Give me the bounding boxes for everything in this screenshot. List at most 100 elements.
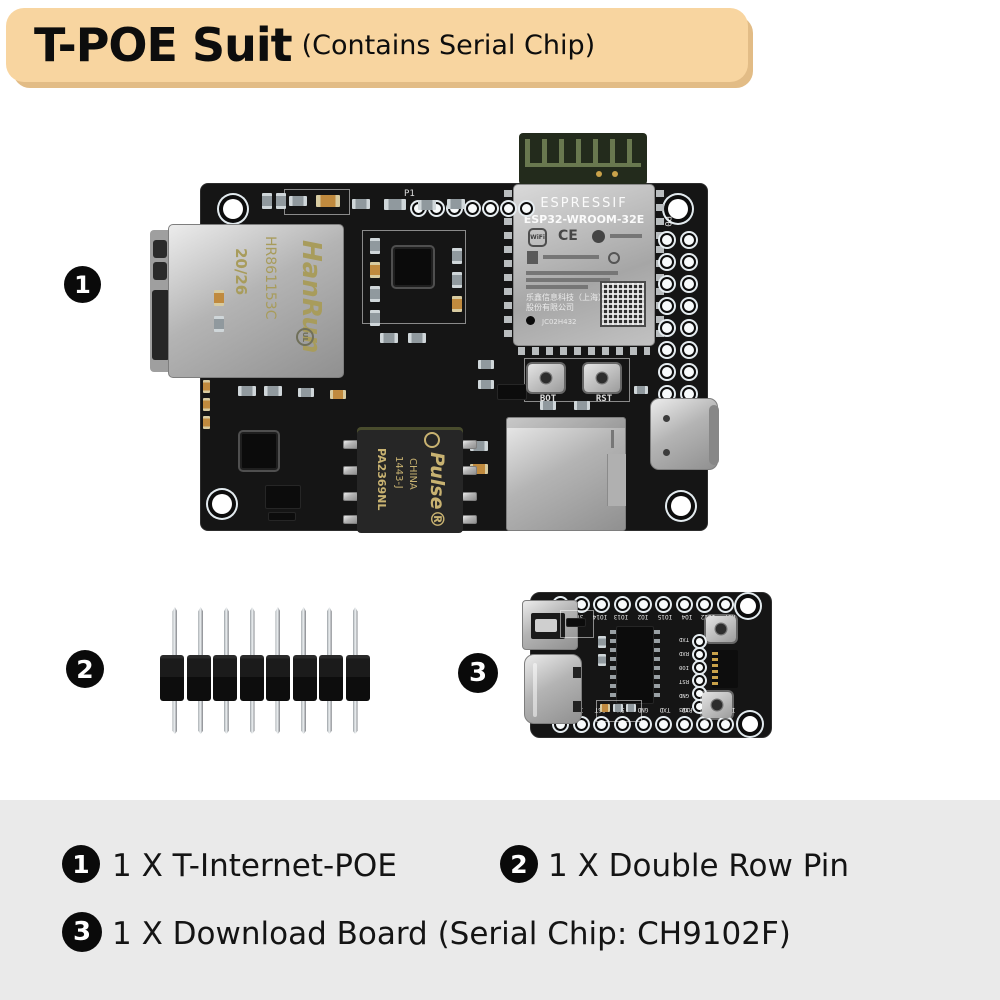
mounting-hole (671, 496, 691, 516)
usb-c-tab (573, 667, 581, 678)
usb-c-tab (573, 701, 581, 712)
antenna-meander (525, 139, 641, 165)
pin-label: IO13 (614, 613, 629, 620)
smd-component (298, 388, 314, 397)
download-bottom-pin-row (554, 718, 732, 731)
smd-component (613, 704, 623, 712)
smd-capacitor (203, 398, 210, 411)
pin-hole (682, 343, 696, 357)
sd-edge (507, 418, 625, 428)
transformer-date-code: 1443-J (393, 456, 404, 489)
pin-hole (719, 598, 732, 611)
pin-hole (682, 299, 696, 313)
small-print (610, 234, 642, 238)
smd-capacitor (316, 195, 340, 207)
header-pin (249, 607, 255, 655)
pin-hole (502, 202, 515, 215)
pin-hole (657, 598, 671, 611)
pulse-logo-icon (424, 432, 440, 448)
sd-spring (611, 430, 614, 448)
smd-capacitor (452, 296, 462, 312)
transformer-part: PA2369NL (375, 448, 388, 511)
transformer-lead (462, 466, 477, 475)
qfn-chip (240, 432, 278, 470)
smd-component (470, 441, 488, 451)
pin-label: GND (679, 692, 689, 698)
esp32-brand: ESPRESSIF (540, 196, 628, 211)
smd-component (289, 196, 307, 206)
esp32-pads-bottom (518, 347, 650, 355)
smd-capacitor (470, 464, 488, 474)
header-pin (352, 701, 358, 734)
smd-component (264, 386, 282, 396)
pin-hole (615, 598, 629, 611)
pin-header-body (160, 655, 370, 701)
download-reset-button[interactable] (706, 616, 736, 642)
mounting-hole (223, 199, 243, 219)
chip-pins-left (610, 630, 616, 700)
reset-button-label: RST (595, 394, 613, 404)
mounting-hole (212, 494, 232, 514)
usb-c-port[interactable] (650, 398, 719, 470)
pin-hole (660, 299, 674, 313)
smd-capacitor (330, 390, 346, 399)
usb-c-port-download[interactable] (524, 654, 582, 724)
legend-item-3: 1 X Download Board (Serial Chip: CH9102F… (112, 916, 791, 952)
mounting-hole (740, 598, 756, 614)
silkscreen-box (560, 610, 594, 638)
pin-label: IO0 (679, 664, 689, 670)
p0-label: P0 (662, 216, 672, 227)
pin-hole (660, 255, 674, 269)
header-body (266, 655, 291, 701)
pin-header-bottom-pins (162, 701, 368, 734)
header-pin (326, 607, 332, 655)
download-boot-button[interactable] (702, 692, 732, 718)
pin-hole (466, 202, 479, 215)
pin-hole (682, 233, 696, 247)
chip-pins-right (654, 630, 660, 700)
rj45-opening (152, 290, 170, 360)
esp32-antenna (519, 133, 647, 185)
qr-code (600, 281, 646, 327)
title-banner-text: T-POE Suit (Contains Serial Chip) (34, 8, 595, 82)
smd-capacitor (370, 262, 380, 278)
pin-hole (660, 343, 674, 357)
pin-hole (595, 598, 609, 611)
smd-component (352, 199, 370, 209)
program-header-holes (694, 636, 705, 712)
transformer-brand: Pulse® (426, 452, 448, 529)
silkscreen-box (362, 230, 466, 324)
esp32-model: ESP32-WROOM-32E (523, 213, 645, 226)
usb-c-pin (663, 415, 670, 422)
smd-component (574, 401, 590, 410)
transformer-origin: CHINA (407, 458, 418, 490)
pin-hole (636, 598, 650, 611)
esp32-lot-code: JC02H432 (542, 318, 577, 326)
pin-label: IO2 (637, 613, 649, 620)
header-body (160, 655, 184, 701)
header-pin (301, 701, 307, 734)
header-pin (198, 701, 204, 734)
smd-component (452, 248, 462, 264)
legend-item-1: 1 X T-Internet-POE (112, 848, 397, 884)
boot-button[interactable] (528, 364, 564, 392)
header-body (213, 655, 238, 701)
reset-button[interactable] (584, 364, 620, 392)
mounting-hole (742, 716, 758, 732)
esp32-company-line2: 股份有限公司 (526, 303, 574, 312)
microsd-slot[interactable] (506, 417, 626, 531)
rj45-body (168, 224, 344, 378)
rj45-part-number: HR861153C (262, 236, 278, 320)
smd-capacitor (600, 704, 610, 712)
header-pin (172, 701, 178, 734)
rj45-slot (153, 240, 167, 258)
pin-hole (677, 718, 691, 731)
p0-header-col1 (660, 233, 674, 401)
fpc-connector (712, 650, 738, 688)
micro-usb-tongue (535, 619, 557, 632)
header-pin (352, 607, 358, 655)
transformer-lead (462, 492, 477, 501)
antenna-pad (612, 171, 618, 177)
smd-component (380, 333, 398, 343)
